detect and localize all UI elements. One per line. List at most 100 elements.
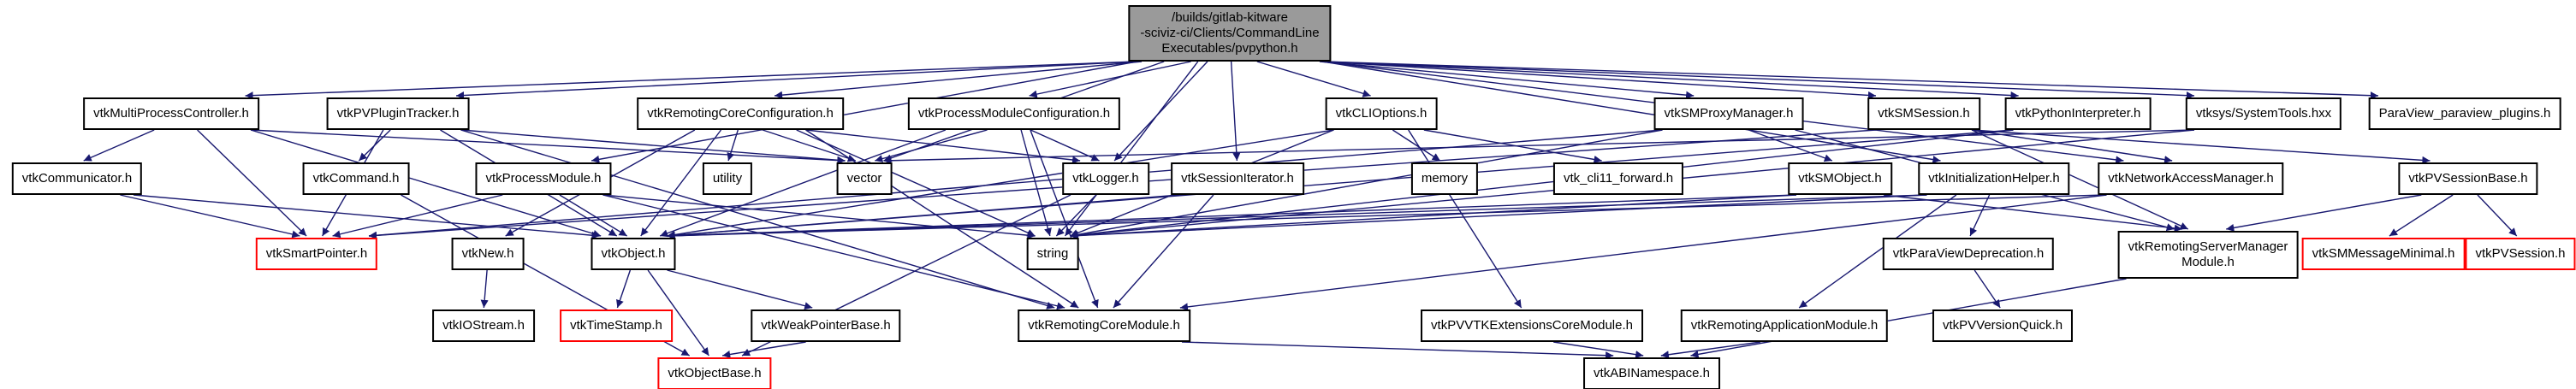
edge-multiprocesscontroller-vector <box>250 129 846 165</box>
graph-node-initializationhelper[interactable]: vtkInitializationHelper.h <box>1918 162 2070 195</box>
graph-node-multiprocesscontroller[interactable]: vtkMultiProcessController.h <box>83 97 259 130</box>
edge-remotingcoreconfiguration-vector <box>762 129 857 162</box>
edge-processmodule-remotingcoremodule <box>602 194 1065 310</box>
graph-node-pvvtkextensionscoremodule[interactable]: vtkPVVTKExtensionsCoreModule.h <box>1421 309 1643 342</box>
graph-node-logger[interactable]: vtkLogger.h <box>1062 162 1149 195</box>
edge-systemtools-vector <box>883 129 2195 165</box>
edge-processmodule-string <box>602 194 1036 239</box>
edge-remotingservermanagermodule-abinamespace <box>1690 278 2127 358</box>
edge-pvsessionbase-remotingservermanagermodule <box>2226 194 2422 232</box>
edge-root-pvplugintracker <box>456 61 1137 100</box>
edge-smobject-string <box>1070 194 1797 240</box>
edge-multiprocesscontroller-smartpointer <box>197 129 307 237</box>
graph-node-pvversionquick[interactable]: vtkPVVersionQuick.h <box>1932 309 2074 342</box>
graph-node-weakpointerbase[interactable]: vtkWeakPointerBase.h <box>751 309 901 342</box>
edge-object-objectbase <box>647 269 709 357</box>
graph-node-vector[interactable]: vector <box>836 162 893 195</box>
edge-pvplugintracker-remotingcoremodule <box>460 129 1055 309</box>
edge-root-remotingcoreconfiguration <box>774 61 1143 99</box>
edge-root-smproxymanager <box>1319 61 1695 99</box>
graph-node-pvsessionbase[interactable]: vtkPVSessionBase.h <box>2398 162 2538 195</box>
edge-remotingcoremodule-abinamespace <box>1181 341 1614 360</box>
edge-processmoduleconfiguration-vector <box>875 129 988 162</box>
edge-remotingcoreconfiguration-logger <box>805 129 1081 164</box>
edge-pvsessionbase-smmessageminimal <box>2389 194 2454 237</box>
edge-processmoduleconfiguration-object <box>659 129 947 238</box>
graph-node-smobject[interactable]: vtkSMObject.h <box>1788 162 1892 195</box>
edge-processmodule-smartpointer <box>332 194 503 239</box>
graph-node-cli11forward[interactable]: vtk_cli11_forward.h <box>1552 162 1684 195</box>
edge-smobject-object <box>667 194 1797 240</box>
edge-multiprocesscontroller-communicator <box>83 129 155 162</box>
graph-node-memory[interactable]: memory <box>1410 162 1479 195</box>
edge-networkaccessmanager-object <box>667 194 2107 240</box>
edge-root-pythoninterpreter <box>1322 61 2019 100</box>
graph-node-paraviewplugins[interactable]: ParaView_paraview_plugins.h <box>2368 97 2561 130</box>
edge-communicator-object <box>133 194 600 239</box>
edge-remotingcoreconfiguration-utility <box>727 129 739 162</box>
graph-node-systemtools[interactable]: vtksys/SystemTools.hxx <box>2185 97 2342 130</box>
graph-node-objectbase[interactable]: vtkObjectBase.h <box>657 357 772 389</box>
edge-pvvtkextensionscoremodule-abinamespace <box>1553 341 1644 359</box>
edge-root-sessioniterator <box>1230 61 1241 162</box>
edge-sessioniterator-remotingcoremodule <box>1113 194 1214 309</box>
graph-node-sessioniterator[interactable]: vtkSessionIterator.h <box>1171 162 1304 195</box>
graph-node-pvplugintracker[interactable]: vtkPVPluginTracker.h <box>326 97 470 130</box>
edge-smproxymanager-smobject <box>1748 129 1833 162</box>
edge-pvplugintracker-vector <box>460 129 846 164</box>
graph-node-clioptions[interactable]: vtkCLIOptions.h <box>1325 97 1438 130</box>
edge-root-smsession <box>1322 61 1877 99</box>
edge-smobject-remotingservermanagermodule <box>1883 194 2182 233</box>
edge-remotingcoreconfiguration-string <box>796 129 1036 237</box>
edge-initializationhelper-string <box>1070 194 1927 240</box>
graph-node-smmessageminimal[interactable]: vtkSMMessageMinimal.h <box>2301 238 2466 270</box>
edge-smsession-remotingservermanagermodule <box>1971 129 2189 230</box>
graph-node-object[interactable]: vtkObject.h <box>591 238 676 270</box>
graph-node-command[interactable]: vtkCommand.h <box>302 162 410 195</box>
edge-sessioniterator-object <box>667 194 1180 239</box>
graph-node-root: /builds/gitlab-kitware -sciviz-ci/Client… <box>1128 5 1332 62</box>
edge-root-logger <box>1113 61 1208 162</box>
graph-node-processmodule[interactable]: vtkProcessModule.h <box>475 162 612 195</box>
edge-root-string <box>1064 61 1199 237</box>
edge-root-processmodule <box>591 61 1137 163</box>
edge-clioptions-pvvtkextensionscoremodule <box>1408 129 1522 309</box>
edge-remotingapplicationmodule-abinamespace <box>1660 341 1761 359</box>
edge-root-clioptions <box>1256 61 1371 97</box>
edge-new-iostream <box>480 269 489 309</box>
edge-root-processmoduleconfiguration <box>1029 61 1191 98</box>
edge-communicator-smartpointer <box>120 194 300 239</box>
graph-node-new[interactable]: vtkNew.h <box>451 238 525 270</box>
edge-object-timestamp <box>616 269 632 309</box>
edge-remotingcoreconfiguration-object <box>640 129 722 237</box>
edge-root-paraviewplugins <box>1322 61 2379 100</box>
graph-node-abinamespace[interactable]: vtkABINamespace.h <box>1583 357 1720 389</box>
graph-node-string[interactable]: string <box>1026 238 1079 270</box>
graph-node-pythoninterpreter[interactable]: vtkPythonInterpreter.h <box>2004 97 2152 130</box>
graph-node-utility[interactable]: utility <box>702 162 753 195</box>
graph-node-timestamp[interactable]: vtkTimeStamp.h <box>560 309 673 342</box>
graph-node-smsession[interactable]: vtkSMSession.h <box>1867 97 1980 130</box>
edge-clioptions-memory <box>1392 129 1441 162</box>
edge-weakpointerbase-objectbase <box>721 341 806 359</box>
graph-node-remotingservermanagermodule[interactable]: vtkRemotingServerManager Module.h <box>2117 231 2299 279</box>
edge-multiprocesscontroller-object <box>250 129 602 238</box>
graph-node-remotingcoremodule[interactable]: vtkRemotingCoreModule.h <box>1018 309 1190 342</box>
graph-node-paraviewdeprecation[interactable]: vtkParaViewDeprecation.h <box>1882 238 2055 270</box>
graph-node-remotingapplicationmodule[interactable]: vtkRemotingApplicationModule.h <box>1680 309 1889 342</box>
edge-clioptions-object <box>667 129 1334 239</box>
graph-node-pvsession[interactable]: vtkPVSession.h <box>2465 238 2576 270</box>
graph-node-communicator[interactable]: vtkCommunicator.h <box>11 162 143 195</box>
edge-initializationhelper-object <box>667 194 1927 240</box>
graph-node-processmoduleconfiguration[interactable]: vtkProcessModuleConfiguration.h <box>907 97 1121 130</box>
graph-node-remotingcoreconfiguration[interactable]: vtkRemotingCoreConfiguration.h <box>637 97 844 130</box>
graph-node-networkaccessmanager[interactable]: vtkNetworkAccessManager.h <box>2098 162 2284 195</box>
edge-root-multiprocesscontroller <box>245 61 1137 100</box>
edge-object-weakpointerbase <box>667 269 813 310</box>
edge-initializationhelper-paraviewdeprecation <box>1969 194 1991 237</box>
graph-node-iostream[interactable]: vtkIOStream.h <box>432 309 535 342</box>
graph-node-smartpointer[interactable]: vtkSmartPointer.h <box>255 238 378 270</box>
graph-node-smproxymanager[interactable]: vtkSMProxyManager.h <box>1653 97 1804 130</box>
